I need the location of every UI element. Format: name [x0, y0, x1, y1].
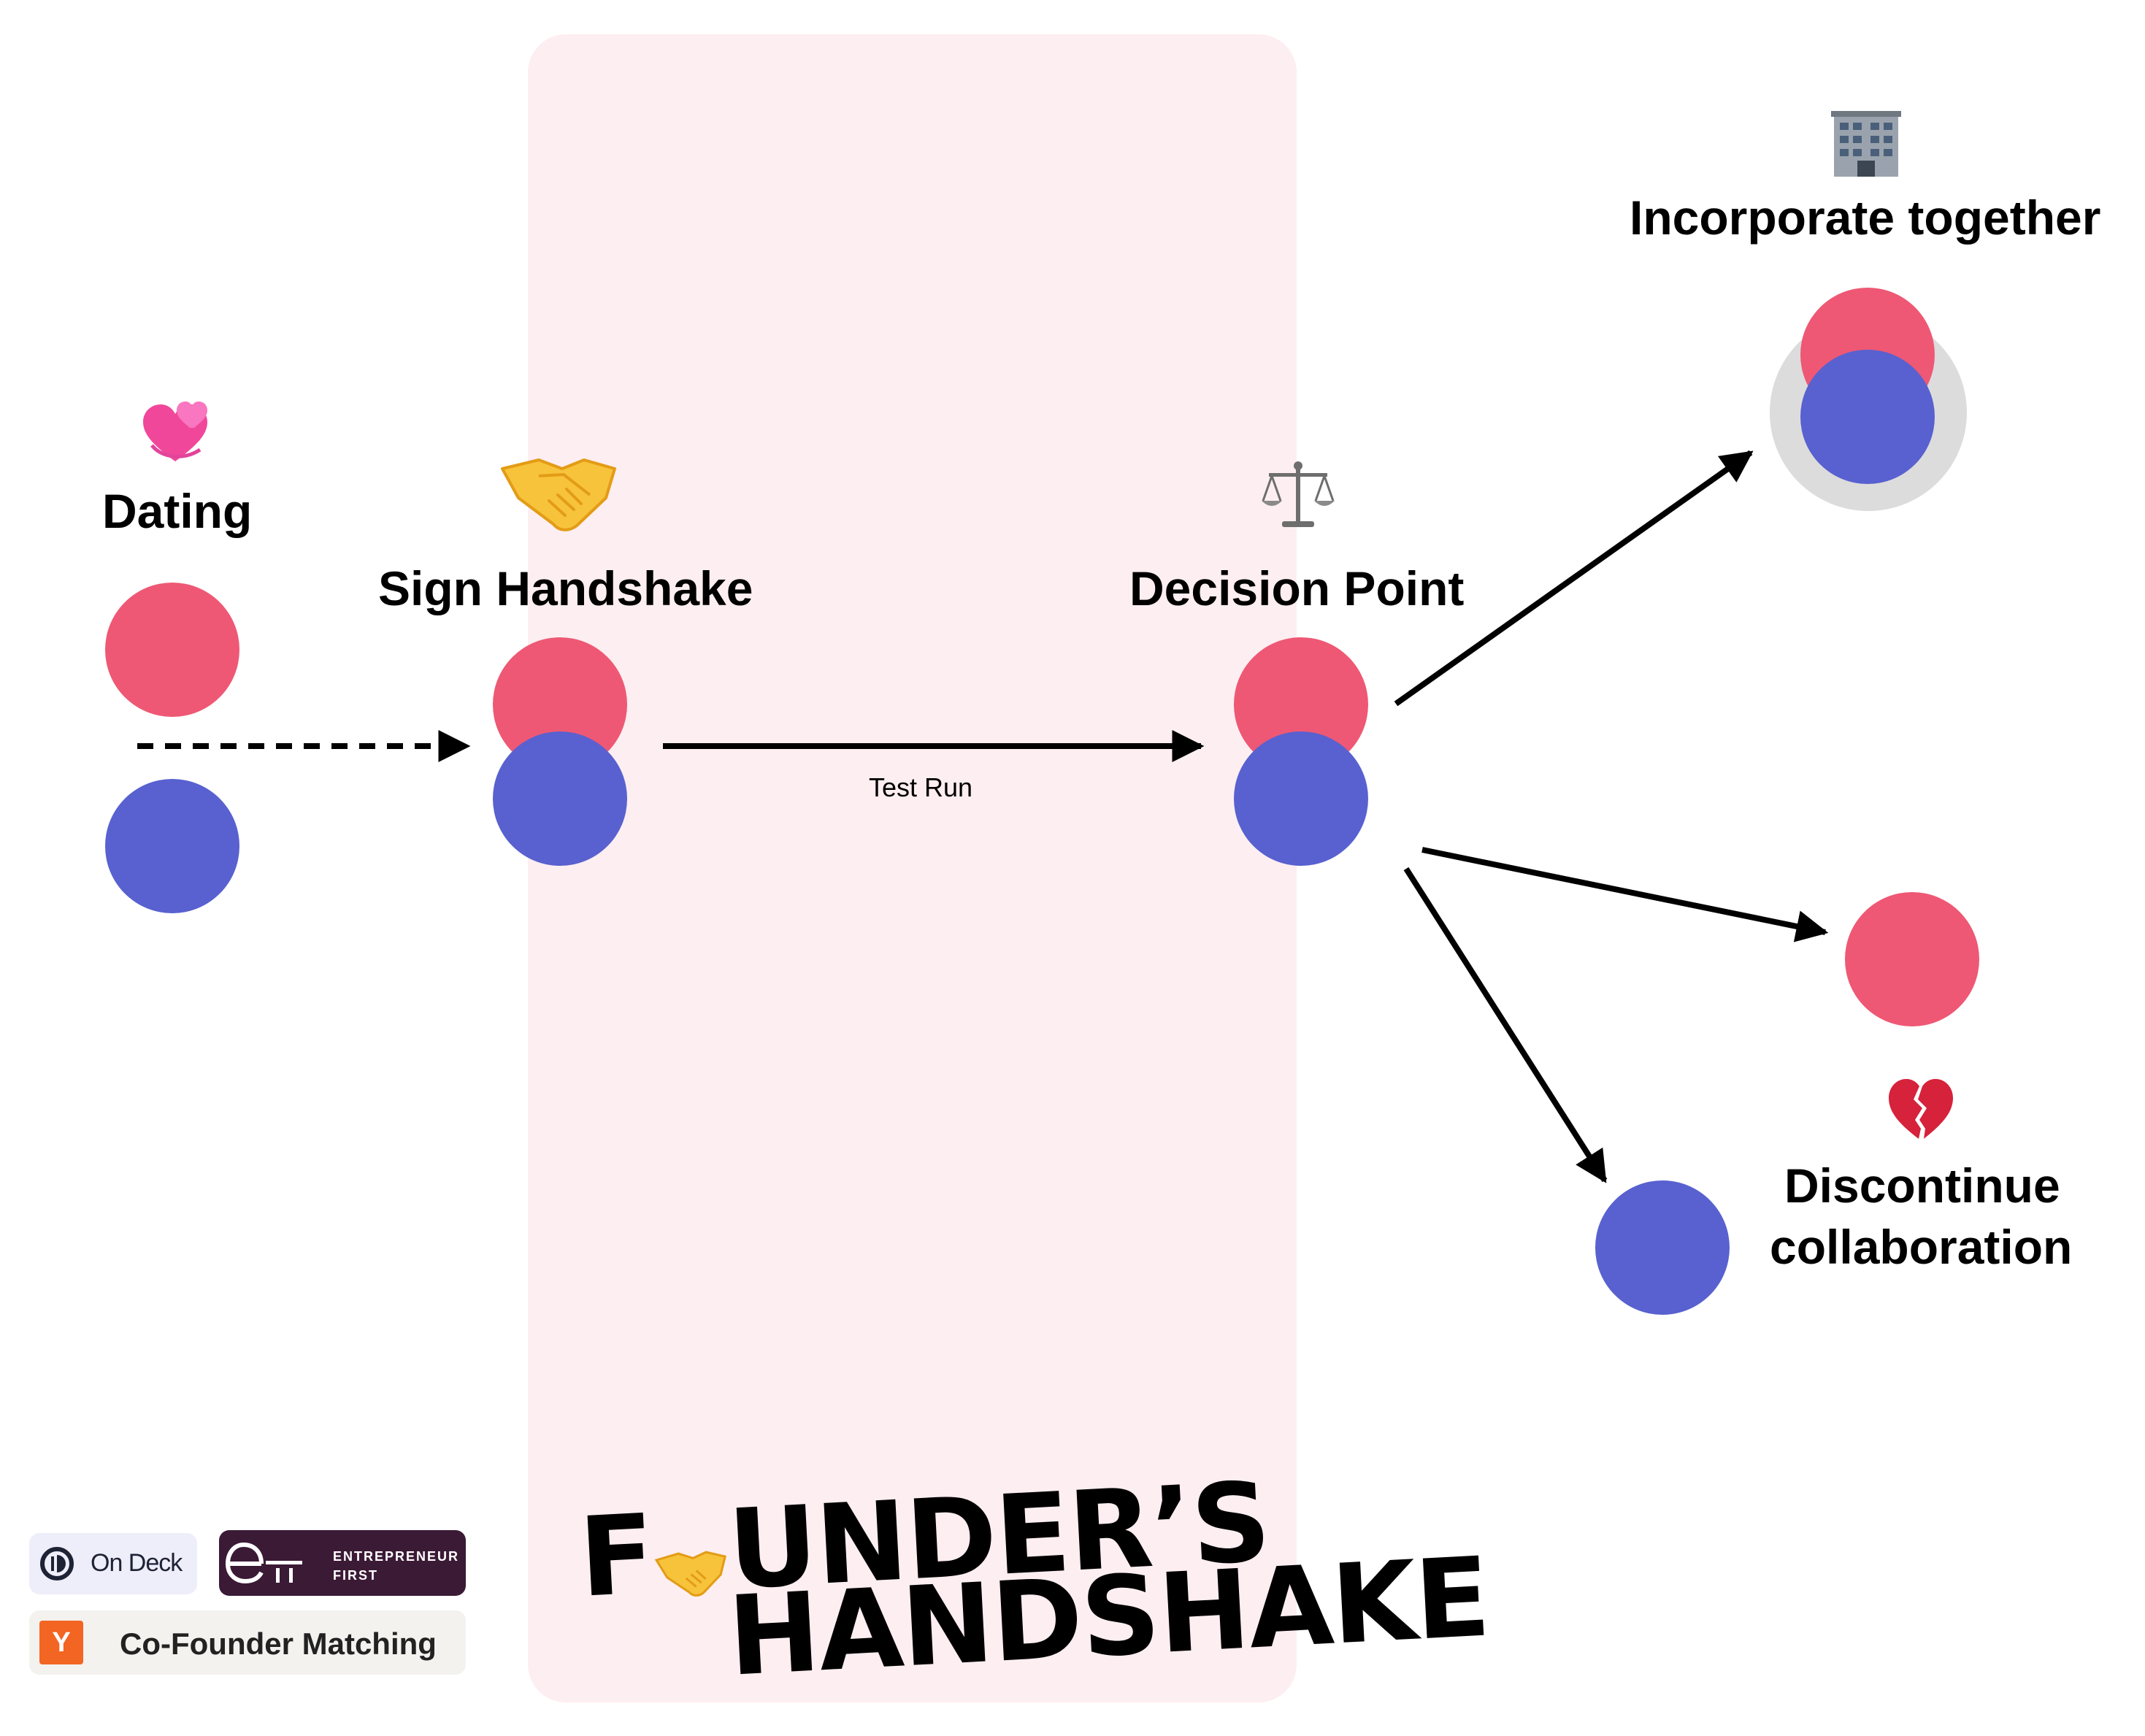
ef-mark-icon [225, 1539, 305, 1590]
founder-a-circle [105, 583, 239, 717]
discontinue-title-line2: collaboration [1770, 1220, 2073, 1274]
balance-scale-icon [1260, 457, 1336, 533]
decision-to-blue-arrow [1403, 867, 1608, 1183]
handshake-icon [496, 447, 621, 534]
split-founder-a-circle [1845, 892, 1979, 1026]
ef-label-line1: ENTREPRENEUR [333, 1549, 460, 1564]
sign-founder-b-circle [493, 731, 627, 866]
test-run-label: Test Run [869, 772, 973, 802]
entrepreneur-first-logo: ENTREPRENEUR FIRST [219, 1530, 466, 1596]
ef-label-line2: FIRST [333, 1568, 378, 1583]
ondeck-mark-icon [39, 1546, 74, 1581]
broken-heart-icon [1886, 1075, 1956, 1142]
ondeck-label: On Deck [91, 1549, 183, 1577]
merged-founder-b-circle [1800, 350, 1935, 484]
dating-title: Dating [102, 484, 253, 538]
yc-label: Co-Founder Matching [120, 1626, 437, 1661]
yc-badge: Y [39, 1621, 83, 1664]
decision-to-incorporate-arrow [1394, 450, 1754, 707]
ondeck-logo: On Deck [29, 1533, 197, 1594]
split-founder-b-circle [1595, 1180, 1730, 1315]
founder-b-circle [105, 779, 239, 913]
two-hearts-icon [139, 394, 212, 467]
sign-handshake-title: Sign Handshake [378, 561, 753, 615]
decision-founder-b-circle [1234, 731, 1368, 866]
yc-cofounder-matching-logo: Y Co-Founder Matching [29, 1610, 466, 1675]
test-run-panel [528, 34, 1297, 1702]
incorporate-together-title: Incorporate together [1630, 191, 2101, 245]
discontinue-title-line1: Discontinue [1784, 1159, 2060, 1213]
decision-point-title: Decision Point [1129, 561, 1465, 615]
office-building-icon [1830, 102, 1903, 178]
decision-to-pink-arrow [1421, 847, 1829, 942]
wordmark-f: F [576, 1491, 656, 1622]
wordmark-handshake-icon [651, 1516, 731, 1597]
